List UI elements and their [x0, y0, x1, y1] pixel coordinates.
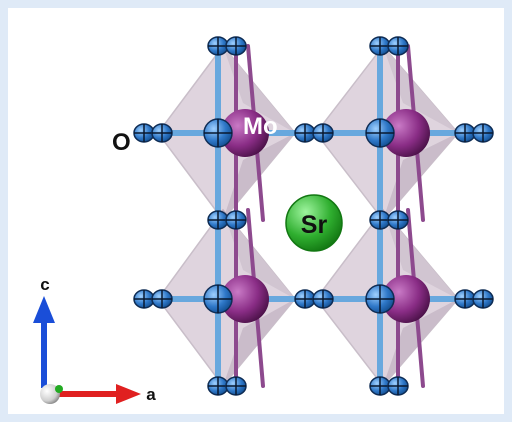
structure-canvas: Sr O Mo c a	[8, 8, 504, 414]
b-axis-marker	[55, 385, 63, 393]
c-axis-label: c	[40, 275, 49, 294]
o-atom	[294, 123, 316, 143]
o-atom	[225, 376, 247, 396]
molybdenum-label: Mo	[243, 113, 278, 140]
o-atom	[369, 210, 391, 230]
crystal-structure-diagram: Sr O Mo c a	[33, 36, 494, 404]
mo-atom	[221, 109, 269, 157]
axis-indicator: c a	[33, 275, 156, 404]
o-atom	[133, 289, 155, 309]
o-atom	[151, 289, 173, 309]
mo-atom	[382, 275, 430, 323]
o-atom	[472, 123, 494, 143]
o-atom	[369, 36, 391, 56]
o-atom	[454, 123, 476, 143]
o-atom	[133, 123, 155, 143]
o-atom	[387, 210, 409, 230]
o-atoms	[133, 36, 494, 396]
o-atom	[225, 36, 247, 56]
o-atom	[203, 284, 233, 314]
o-atom	[294, 289, 316, 309]
mo-atom	[382, 109, 430, 157]
a-axis-label: a	[146, 385, 156, 404]
oxygen-label: O	[112, 129, 131, 156]
o-atom	[207, 376, 229, 396]
sr-atom-group: Sr	[285, 194, 343, 252]
o-atom	[203, 118, 233, 148]
o-atom	[207, 36, 229, 56]
o-atom	[365, 118, 395, 148]
o-atom	[225, 210, 247, 230]
sr-label: Sr	[301, 211, 328, 239]
c-axis-arrowhead	[33, 296, 55, 323]
o-atom	[369, 376, 391, 396]
o-atom	[387, 36, 409, 56]
a-axis-arrowhead	[116, 384, 141, 404]
mo-atom	[221, 275, 269, 323]
o-atom	[312, 289, 334, 309]
sr-atom	[285, 194, 343, 252]
o-atom	[151, 123, 173, 143]
o-atom	[207, 210, 229, 230]
o-atom	[454, 289, 476, 309]
o-atom	[365, 284, 395, 314]
o-atom	[312, 123, 334, 143]
o-atom	[472, 289, 494, 309]
o-atom	[387, 376, 409, 396]
mo-atoms	[221, 109, 430, 323]
